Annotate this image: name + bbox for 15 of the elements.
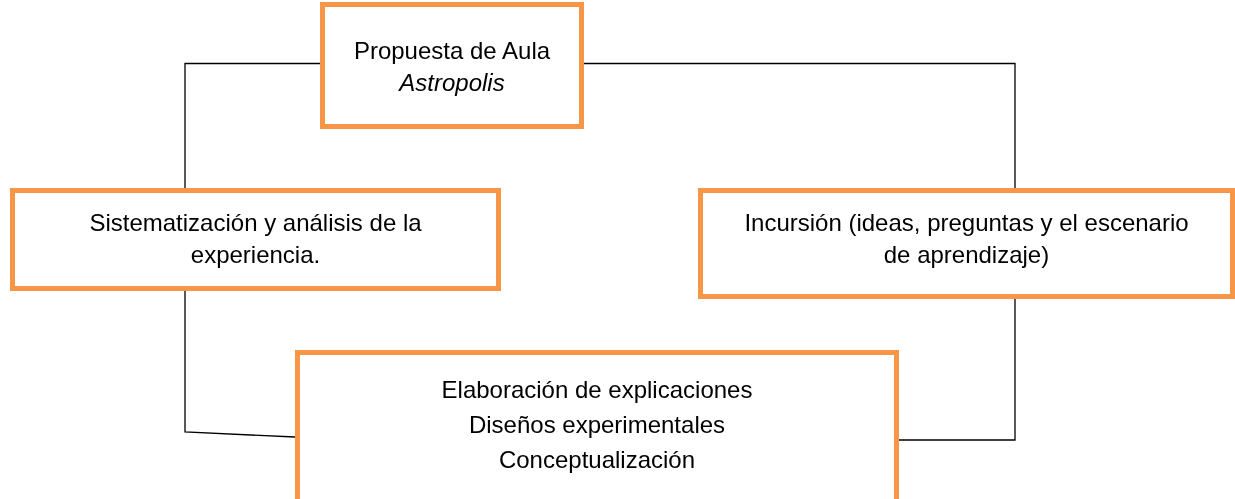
box-text: Incursión (ideas, preguntas y el escenario de aprendizaje) — [743, 208, 1190, 271]
process-box — [698, 188, 1235, 299]
box-text: Astropolis — [399, 68, 505, 99]
box-text: Diseños experimentales — [468, 409, 726, 440]
connector-line — [184, 62, 321, 189]
connector-line — [583, 62, 1016, 189]
process-box — [295, 350, 899, 499]
box-text: Sistematización y análisis de la experiencia. — [88, 208, 423, 271]
box-text: Propuesta de Aula — [353, 36, 551, 66]
process-box — [320, 2, 584, 129]
box-text: Conceptualización — [498, 444, 696, 475]
process-box — [10, 188, 501, 291]
box-text: Elaboración de explicaciones — [441, 375, 753, 405]
connector-line — [184, 290, 296, 438]
connector-line — [898, 298, 1016, 441]
